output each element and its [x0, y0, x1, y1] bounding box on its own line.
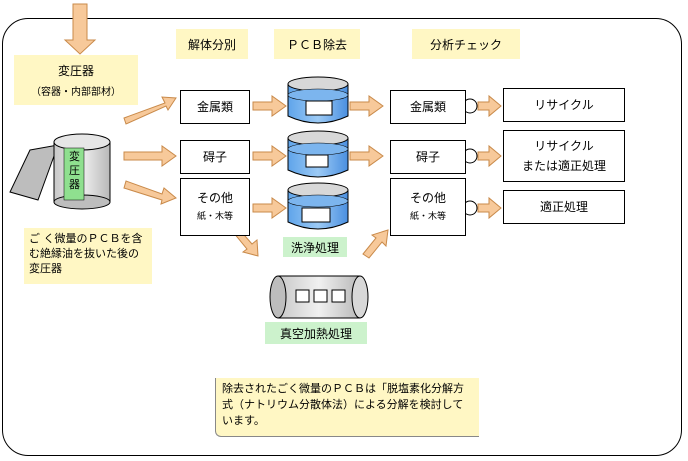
sort-box-other: その他 紙・木等	[180, 178, 250, 236]
wash-tank-3	[287, 182, 349, 230]
sort-box-metal: 金属類	[180, 90, 250, 124]
diagram-frame	[2, 18, 682, 456]
arrow-check2-to-result	[477, 144, 502, 168]
arrow-tank1-to-check	[349, 95, 384, 117]
check-label: 金属類	[409, 99, 446, 114]
arrow-metal-to-tank1	[252, 95, 287, 117]
input-arrow-down	[63, 3, 97, 55]
result-line1: リサイクル	[534, 138, 594, 153]
result-line2: または適正処理	[521, 158, 606, 173]
check-label: その他	[409, 190, 446, 205]
check-sublabel: 紙・木等	[409, 211, 446, 222]
header-dismantle: 解体分別	[176, 29, 248, 59]
arrow-to-metal	[123, 96, 177, 125]
result-box-3: 適正処理	[503, 190, 625, 224]
header-analysis: 分析チェック	[412, 29, 520, 59]
note-bottom: 除去されたごく微量のＰＣＢは「脱塩素化分解方式（ナトリウム分散体法）による分解を…	[215, 378, 479, 437]
sort-label: その他	[196, 190, 233, 205]
check-box-insulator: 碍子	[390, 140, 466, 174]
transformer-icon	[9, 133, 111, 210]
sort-sublabel: 紙・木等	[196, 211, 233, 222]
transformer-sublabel: （容器・内部部材）	[31, 87, 121, 98]
vacuum-heating-label: 真空加熱処理	[265, 322, 367, 344]
arrow-vacuum-to-check	[362, 229, 389, 259]
result-line1: 適正処理	[539, 199, 588, 214]
washing-label: 洗浄処理	[283, 237, 347, 257]
sort-box-insulator: 碍子	[180, 140, 250, 174]
arrow-to-other	[123, 180, 177, 205]
check-box-other: その他 紙・木等	[390, 178, 466, 236]
header-pcb-removal: ＰＣＢ除去	[274, 29, 360, 59]
arrow-to-insulator	[123, 145, 177, 167]
result-box-1: リサイクル	[503, 88, 625, 122]
arrow-check1-to-result	[477, 94, 502, 118]
wash-tank-1	[287, 76, 349, 124]
arrow-insulator-to-tank2	[252, 145, 287, 167]
check-box-metal: 金属類	[390, 90, 466, 124]
transformer-label-box: 変圧器 （容器・内部部材）	[14, 55, 138, 105]
result-line1: リサイクル	[534, 97, 594, 112]
note-left: ご く微量のＰＣＢを含む絶縁油を抜いた後の変圧器	[24, 228, 152, 284]
transformer-label: 変圧器	[57, 64, 94, 78]
sort-label: 碍子	[202, 149, 227, 164]
transformer-body-text: 変圧器	[69, 150, 80, 191]
arrow-other-to-tank3	[252, 197, 287, 219]
check-label: 碍子	[415, 149, 440, 164]
wash-tank-2	[287, 130, 349, 178]
sort-label: 金属類	[196, 99, 233, 114]
vacuum-heater	[269, 275, 369, 319]
arrow-check3-to-result	[477, 196, 502, 220]
arrow-tank2-to-check	[349, 145, 384, 167]
result-box-2: リサイクル または適正処理	[503, 130, 625, 182]
